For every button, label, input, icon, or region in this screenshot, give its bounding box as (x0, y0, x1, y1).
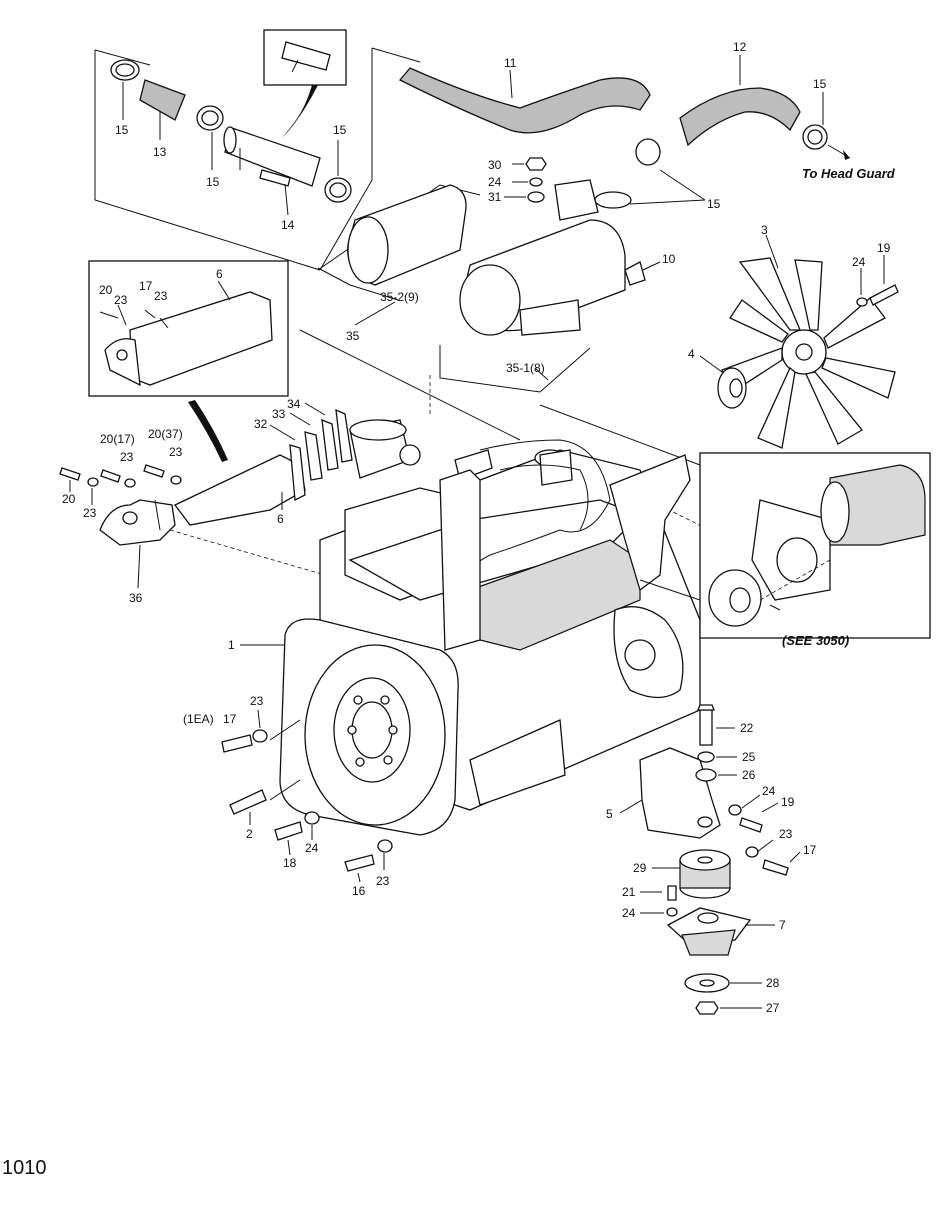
callout-24: 24 (488, 175, 502, 189)
hose-12 (679, 87, 801, 147)
see-3050-note: (SEE 3050) (782, 633, 849, 648)
intake-hose (139, 79, 186, 121)
upper-hoses (319, 47, 851, 271)
callout-1ea: (1EA) (183, 712, 214, 726)
callout-labels: 11 12 15 13 15 15 14 15 To Head Guard 30… (62, 40, 896, 1015)
callout-12: 12 (733, 40, 747, 54)
front-hardware (221, 644, 393, 883)
callout-4: 4 (688, 347, 695, 361)
callout-26: 26 (742, 768, 756, 782)
callout-5: 5 (606, 807, 613, 821)
callout-18: 18 (283, 856, 297, 870)
pump-inset (639, 452, 931, 639)
engine-block (169, 329, 741, 836)
callout-36: 36 (129, 591, 143, 605)
callout-20-17: 20(17) (100, 432, 135, 446)
callout-2: 2 (246, 827, 253, 841)
callout-23: 23 (120, 450, 134, 464)
callout-6: 6 (277, 512, 284, 526)
callout-24: 24 (852, 255, 866, 269)
air-cleaner-assembly (317, 157, 661, 393)
fan-assembly (699, 234, 899, 449)
hose-11 (398, 67, 651, 134)
callout-19: 19 (781, 795, 795, 809)
callout-29: 29 (633, 861, 647, 875)
callout-24: 24 (762, 784, 776, 798)
callout-15: 15 (206, 175, 220, 189)
nut-27 (695, 1001, 719, 1015)
callout-31: 31 (488, 190, 502, 204)
callout-32: 32 (254, 417, 268, 431)
dowel-pin (229, 789, 267, 815)
mount-bracket-36 (99, 499, 176, 546)
callout-14: 14 (281, 218, 295, 232)
callout-23: 23 (250, 694, 264, 708)
callout-20: 20 (99, 283, 113, 297)
bracket-inset (88, 260, 289, 462)
callout-10: 10 (662, 252, 676, 266)
callout-19: 19 (877, 241, 891, 255)
callout-33: 33 (272, 407, 286, 421)
callout-15: 15 (813, 77, 827, 91)
callout-35-2: 35-2(9) (380, 290, 419, 304)
callout-17: 17 (139, 279, 153, 293)
engine-bracket-left (174, 454, 306, 526)
callout-16: 16 (352, 884, 366, 898)
callout-35-1: 35-1(8) (506, 361, 545, 375)
callout-15: 15 (115, 123, 129, 137)
callout-23: 23 (154, 289, 168, 303)
callout-23: 23 (376, 874, 390, 888)
callout-24: 24 (305, 841, 319, 855)
callout-24: 24 (622, 906, 636, 920)
callout-23: 23 (779, 827, 793, 841)
page-number: 1010 (2, 1157, 47, 1179)
callout-27: 27 (766, 1001, 780, 1015)
callout-23: 23 (83, 506, 97, 520)
inset-pointer-arrow (282, 85, 318, 138)
callout-3: 3 (761, 223, 768, 237)
callout-15: 15 (707, 197, 721, 211)
callout-20-37: 20(37) (148, 427, 183, 441)
callout-22: 22 (740, 721, 754, 735)
to-head-guard-note: To Head Guard (802, 166, 896, 181)
callout-13: 13 (153, 145, 167, 159)
left-bracket-group (59, 402, 353, 589)
callout-23: 23 (169, 445, 183, 459)
callout-17: 17 (223, 712, 237, 726)
callout-7: 7 (779, 918, 786, 932)
callout-30: 30 (488, 158, 502, 172)
bolt-22 (699, 709, 713, 746)
inset-pointer-arrow-2 (188, 400, 228, 462)
callout-17: 17 (803, 843, 817, 857)
callout-34: 34 (287, 397, 301, 411)
callout-21: 21 (622, 885, 636, 899)
callout-15: 15 (333, 123, 347, 137)
callout-1: 1 (228, 638, 235, 652)
hydraulic-pump (829, 464, 926, 546)
callout-6: 6 (216, 267, 223, 281)
intake-pipe-group (94, 29, 352, 271)
callout-20: 20 (62, 492, 76, 506)
callout-35: 35 (346, 329, 360, 343)
rear-mount-group (619, 704, 801, 1015)
callout-28: 28 (766, 976, 780, 990)
callout-23: 23 (114, 293, 128, 307)
callout-25: 25 (742, 750, 756, 764)
callout-11: 11 (504, 56, 517, 70)
nut-30 (525, 157, 547, 171)
